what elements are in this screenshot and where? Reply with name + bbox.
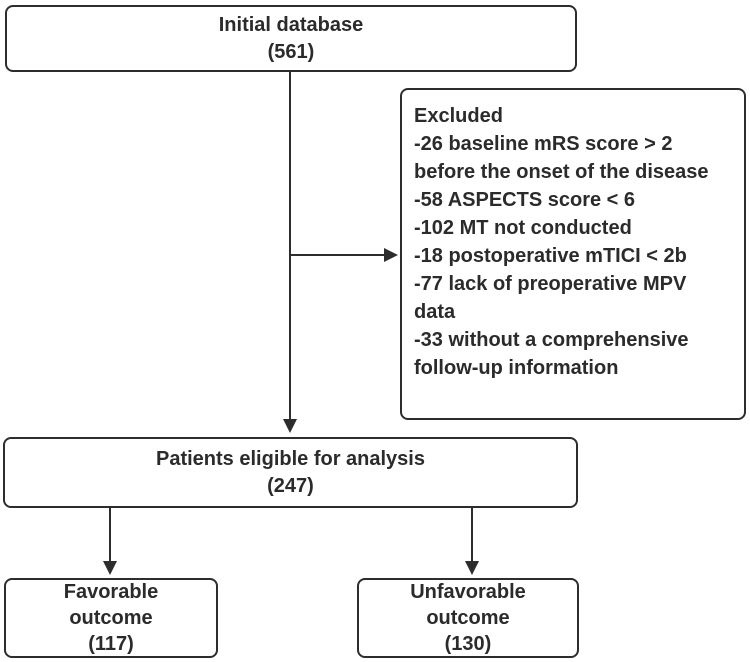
connector-to-excluded <box>290 254 385 256</box>
connector-eligible-to-favorable <box>109 508 111 562</box>
box-count: (247) <box>267 474 314 497</box>
box-excluded: Excluded -26 baseline mRS score > 2 befo… <box>400 88 746 420</box>
box-title: Patients eligible for analysis <box>156 447 425 470</box>
box-title: Excluded <box>414 105 503 127</box>
box-favorable-outcome: Favorable outcome (117) <box>4 578 218 658</box>
arrowhead-down-icon <box>283 419 297 433</box>
arrowhead-down-icon <box>465 561 479 575</box>
connector-initial-to-eligible <box>289 72 291 420</box>
box-initial-database: Initial database (561) <box>5 5 577 72</box>
excluded-item: -58 ASPECTS score < 6 <box>414 189 636 211</box>
box-title: Unfavorable outcome <box>410 581 526 629</box>
box-count: (130) <box>444 633 492 655</box>
excluded-item: -102 MT not conducted <box>414 217 632 239</box>
excluded-item: -33 without a comprehensive follow-up in… <box>414 329 689 379</box>
excluded-item: -26 baseline mRS score > 2 before the on… <box>414 133 709 183</box>
excluded-item: -18 postoperative mTICI < 2b <box>414 245 687 267</box>
box-title: Favorable outcome <box>63 581 159 629</box>
box-count: (561) <box>267 40 315 63</box>
box-count: (117) <box>88 633 134 655</box>
box-unfavorable-outcome: Unfavorable outcome (130) <box>357 578 579 658</box>
box-patients-eligible: Patients eligible for analysis (247) <box>3 437 578 508</box>
excluded-item: -77 lack of preoperative MPV data <box>414 273 687 323</box>
arrowhead-right-icon <box>384 248 398 262</box>
arrowhead-down-icon <box>103 561 117 575</box>
excluded-content: Excluded -26 baseline mRS score > 2 befo… <box>414 102 720 382</box>
box-title: Initial database <box>218 13 364 36</box>
connector-eligible-to-unfavorable <box>471 508 473 562</box>
